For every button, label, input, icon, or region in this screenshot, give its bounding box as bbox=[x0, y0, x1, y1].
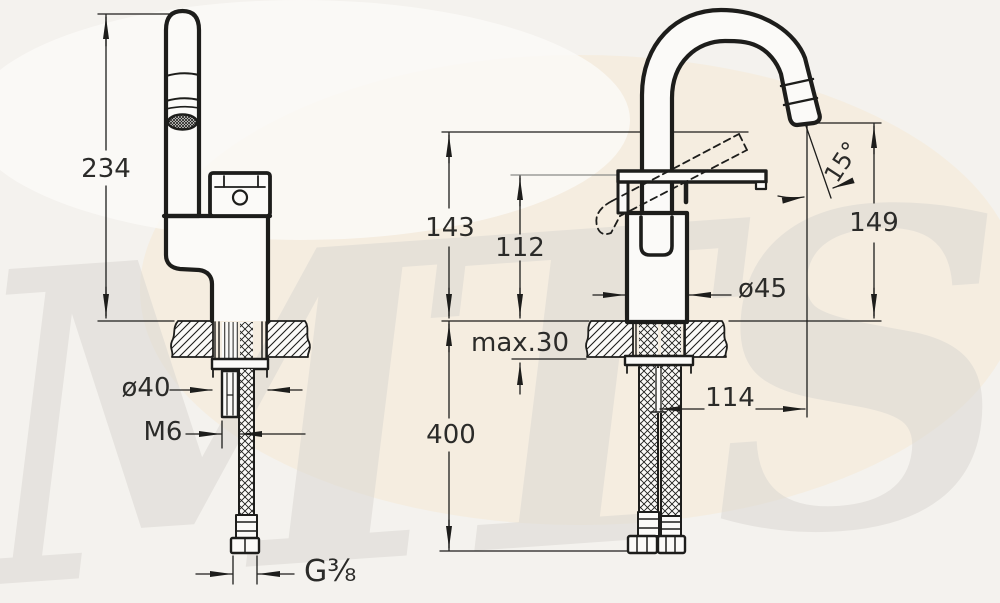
dim-label-handle-max-height: 143 bbox=[425, 213, 475, 243]
dim-label-spout-reach: 114 bbox=[705, 383, 755, 413]
cartridge-recess bbox=[639, 215, 674, 257]
spout-outlet-band-2 bbox=[782, 96, 819, 107]
dimension-base-diameter: ø40 bbox=[122, 373, 303, 403]
dim-label-handle-height: 112 bbox=[495, 233, 545, 263]
swivel-spout bbox=[639, 7, 822, 218]
front-view: 143 112 max.30 400 149 bbox=[425, 7, 899, 555]
dim-label-hose-connection: G⅜ bbox=[304, 554, 356, 589]
hose-nut-left bbox=[626, 534, 659, 555]
mounting-flange bbox=[210, 357, 270, 371]
aerator bbox=[166, 113, 199, 131]
flexible-hose bbox=[239, 369, 254, 515]
under-deck-fixing-front-view bbox=[623, 322, 695, 555]
deck-left-block bbox=[585, 320, 634, 358]
dim-label-total-height: 234 bbox=[81, 154, 131, 184]
dim-label-base-diameter: ø40 bbox=[122, 373, 171, 403]
hose-ferrule-right bbox=[660, 515, 682, 537]
dimension-deck-thickness: max.30 bbox=[471, 328, 569, 395]
spout-outlet-band-1 bbox=[779, 77, 815, 88]
dimension-handle-max-height: 143 bbox=[425, 132, 475, 319]
faucet-side-view-body bbox=[161, 8, 273, 324]
faucet-front-view-body bbox=[595, 7, 822, 325]
hose-ferrule bbox=[235, 514, 258, 539]
flexible-hose-left bbox=[639, 322, 658, 512]
hose-ferrule-left bbox=[637, 511, 660, 537]
deck-left-block bbox=[170, 320, 214, 358]
dimension-hose-connection: G⅜ bbox=[195, 554, 356, 589]
dimension-spout-outlet-height: 149 bbox=[849, 123, 899, 319]
dimension-handle-height: 112 bbox=[495, 175, 545, 319]
deck-section-front-view bbox=[585, 320, 728, 358]
dim-label-fixing-stud: M6 bbox=[144, 417, 183, 447]
flexible-hose-right bbox=[661, 322, 681, 516]
threaded-shank-section bbox=[222, 322, 238, 358]
dimension-fixing-stud: M6 bbox=[144, 417, 306, 449]
fixing-stud bbox=[220, 369, 240, 419]
handle-lever bbox=[616, 169, 768, 184]
mounting-flange-front bbox=[623, 354, 695, 367]
dim-label-body-width: ø45 bbox=[738, 274, 787, 304]
handle-indicator-dot bbox=[231, 189, 249, 206]
dim-label-deck-thickness: max.30 bbox=[471, 328, 569, 358]
under-deck-fixing-side-view bbox=[210, 357, 270, 555]
dimension-body-width: ø45 bbox=[592, 274, 787, 304]
body-front bbox=[624, 210, 690, 325]
hose-nut-right bbox=[656, 534, 687, 555]
dimension-spout-reach: 114 bbox=[659, 383, 806, 413]
spout-band-1 bbox=[165, 72, 200, 77]
handle-lever-tip bbox=[754, 180, 768, 191]
spout-band-2 bbox=[165, 97, 200, 102]
deck-section-side-view bbox=[170, 320, 311, 359]
outlet-angle-leg bbox=[805, 125, 832, 199]
spout-band-3 bbox=[165, 105, 200, 110]
body-outline bbox=[163, 213, 271, 324]
handle-raised-position-dashed bbox=[595, 133, 748, 235]
dimension-total-height: 234 bbox=[81, 14, 131, 319]
deck-right-block bbox=[266, 320, 311, 358]
hose-in-deck-section bbox=[240, 322, 253, 358]
dimension-hose-length: 400 bbox=[426, 321, 476, 551]
background-highlight bbox=[0, 0, 630, 240]
side-view: 234 bbox=[81, 8, 356, 589]
dim-label-spout-outlet-height: 149 bbox=[849, 208, 899, 238]
dim-label-hose-length: 400 bbox=[426, 420, 476, 450]
deck-right-block bbox=[684, 320, 728, 358]
